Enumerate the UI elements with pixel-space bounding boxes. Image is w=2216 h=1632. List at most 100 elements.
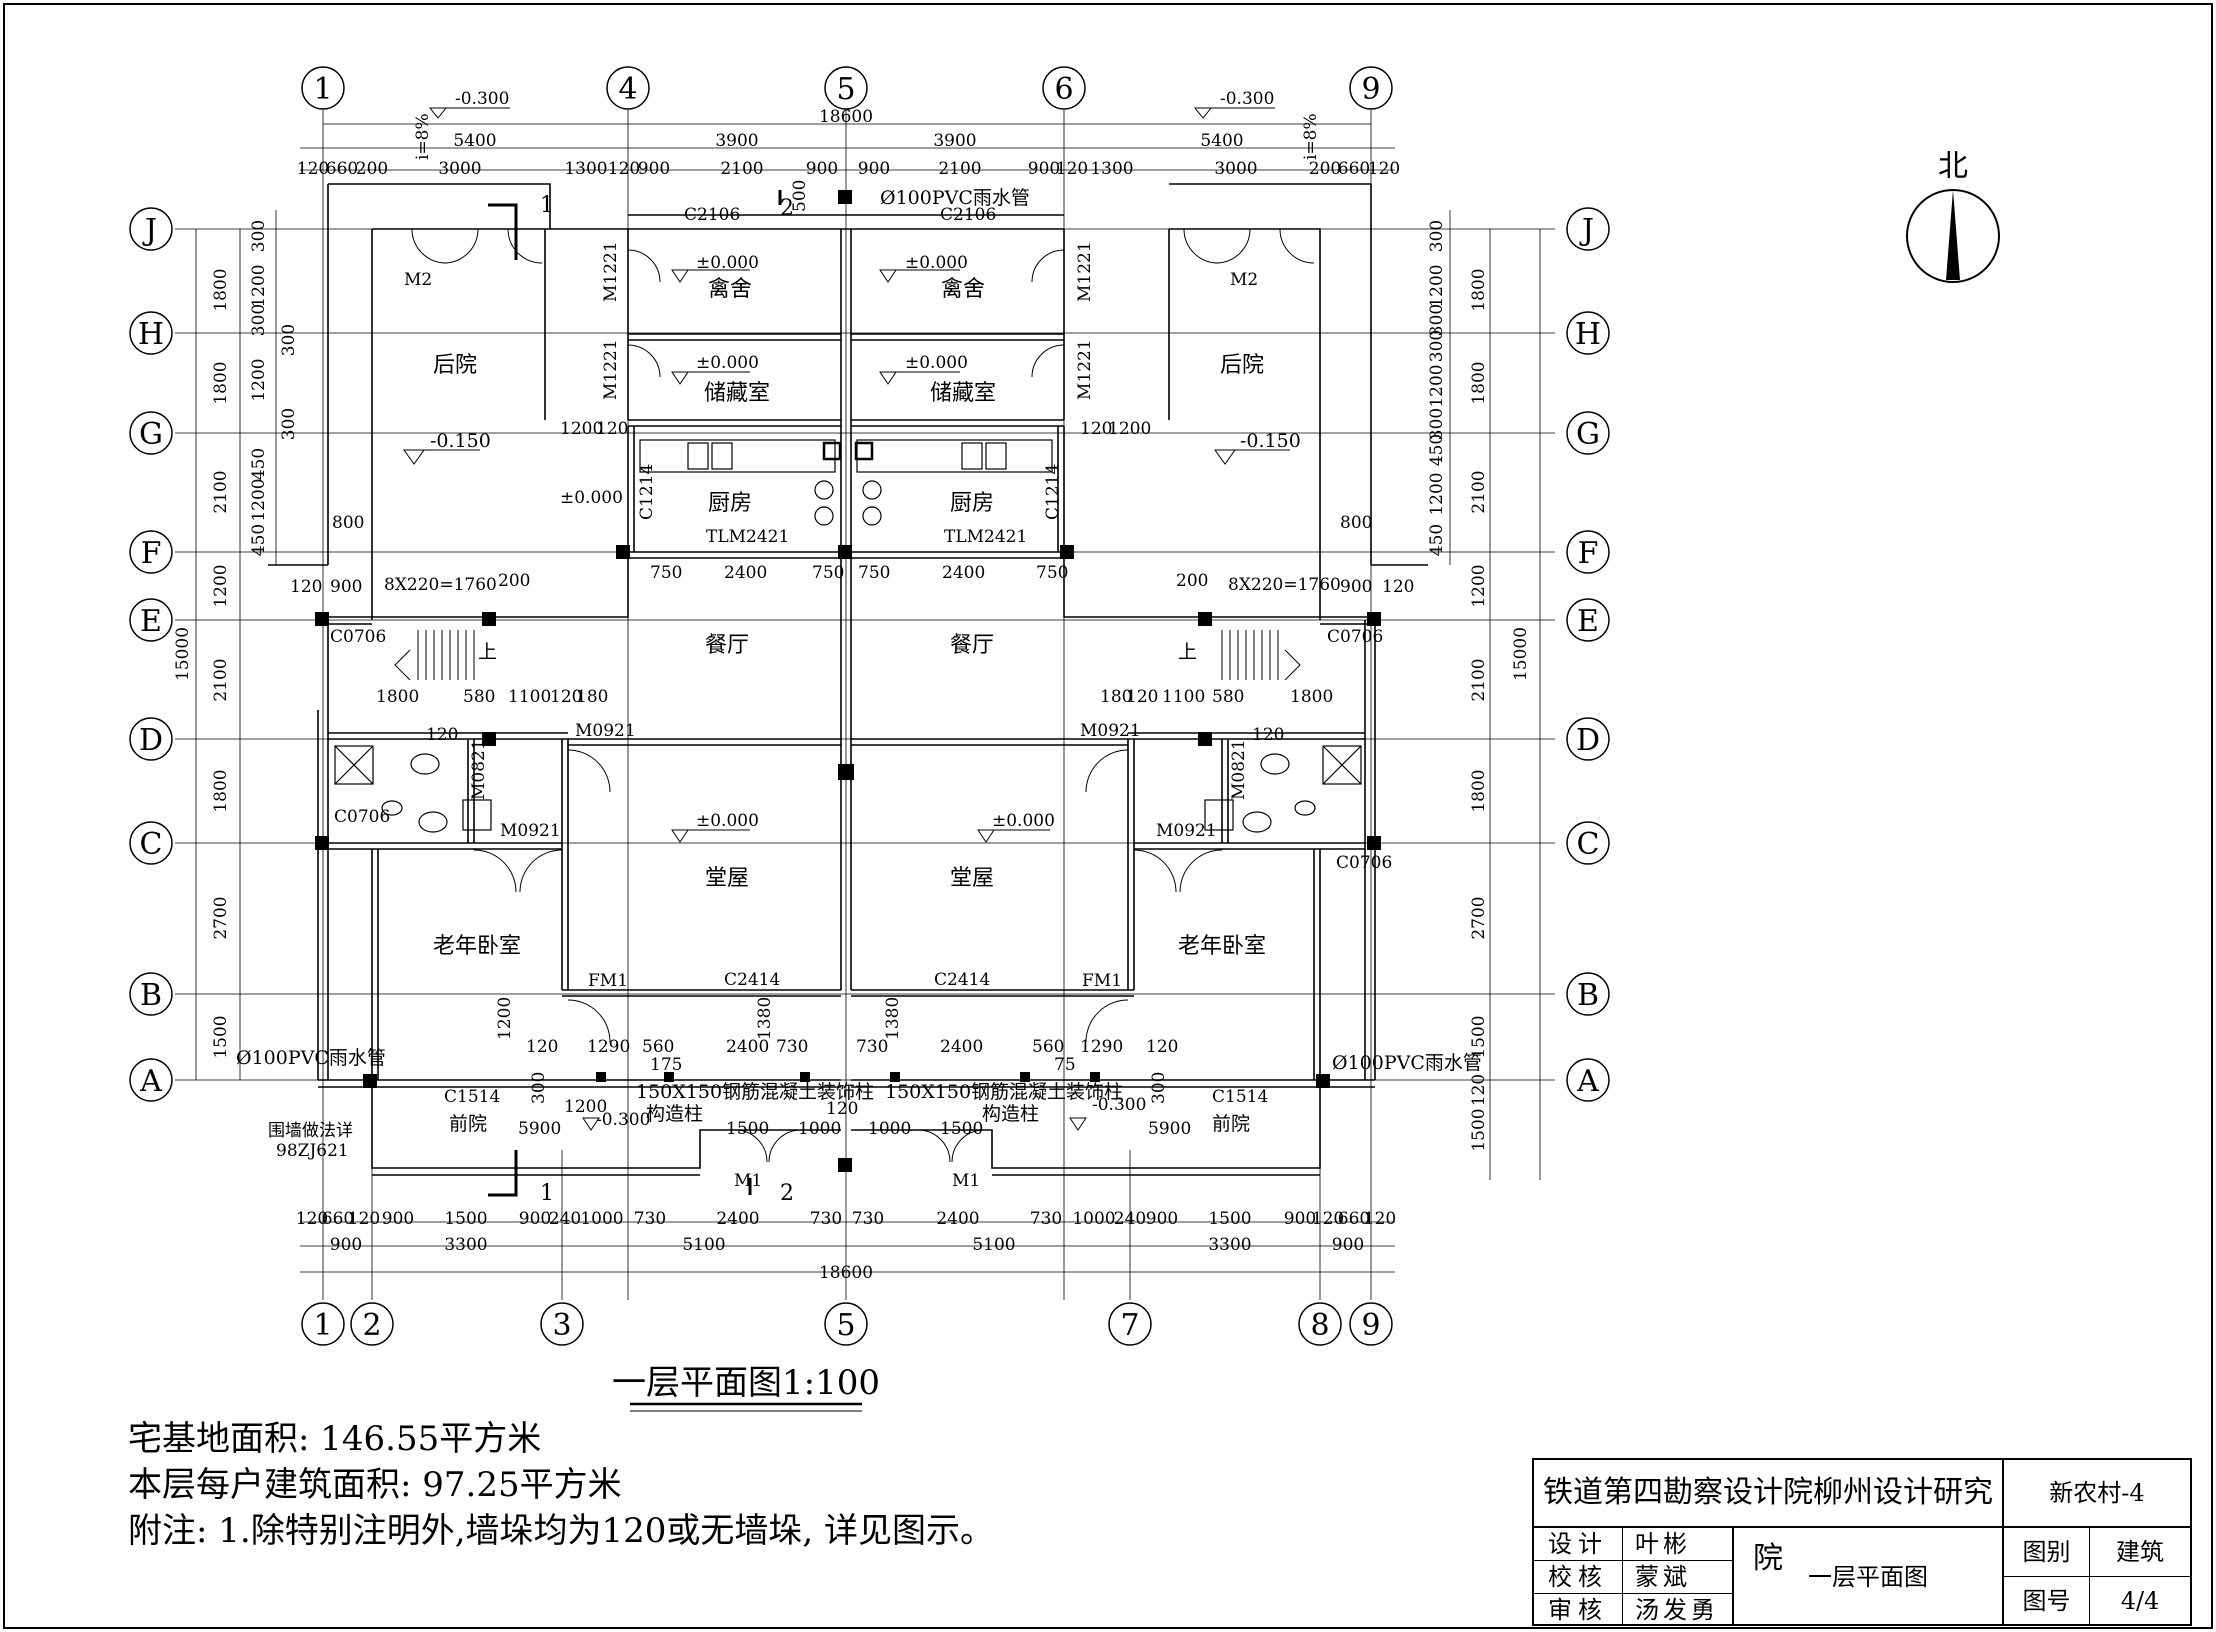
door-m1221-3: M1221 bbox=[1075, 241, 1095, 302]
svg-text:1200: 1200 bbox=[1108, 419, 1151, 439]
elev-backyard-left: -0.150 bbox=[430, 430, 491, 452]
axis-left-B: B bbox=[129, 972, 173, 1016]
svg-text:1200: 1200 bbox=[249, 264, 269, 307]
svg-text:G: G bbox=[1576, 417, 1600, 452]
svg-text:450: 450 bbox=[249, 448, 269, 480]
elevation-marks bbox=[403, 107, 1290, 1131]
svg-text:120: 120 bbox=[550, 687, 582, 707]
door-tlm-left: TLM2421 bbox=[706, 527, 789, 547]
slope-left: i=8% bbox=[413, 113, 433, 160]
axis-top-1: 1 bbox=[301, 66, 345, 110]
svg-text:1200: 1200 bbox=[495, 997, 515, 1040]
stair-up-right: 上 bbox=[1178, 641, 1197, 663]
dim-overall-bottom: 18600 bbox=[819, 1263, 873, 1283]
svg-text:660: 660 bbox=[322, 1209, 354, 1229]
win-c0706-e-right: C0706 bbox=[1327, 627, 1383, 647]
svg-text:2400: 2400 bbox=[940, 1037, 983, 1057]
svg-text:3: 3 bbox=[552, 1308, 571, 1343]
svg-text:1290: 1290 bbox=[1080, 1037, 1123, 1057]
section-1-top: 1 bbox=[540, 193, 554, 218]
svg-text:9: 9 bbox=[1361, 1308, 1380, 1343]
svg-text:730: 730 bbox=[810, 1209, 842, 1229]
svg-text:580: 580 bbox=[463, 687, 495, 707]
svg-text:1800: 1800 bbox=[1469, 268, 1489, 311]
svg-text:A: A bbox=[139, 1064, 162, 1099]
kitchen-fixtures bbox=[639, 439, 1053, 526]
stair-up-left: 上 bbox=[478, 641, 497, 663]
win-c2106-left: C2106 bbox=[684, 205, 740, 225]
axis-right-B: B bbox=[1566, 972, 1610, 1016]
section-markers bbox=[488, 190, 782, 1197]
room-kitchen-right: 厨房 bbox=[950, 491, 994, 516]
elev-top-left: -0.300 bbox=[455, 89, 509, 109]
svg-text:H: H bbox=[138, 317, 164, 352]
svg-text:120: 120 bbox=[1252, 725, 1284, 745]
svg-text:7: 7 bbox=[1120, 1308, 1139, 1343]
svg-text:120: 120 bbox=[1312, 1209, 1344, 1229]
note-floor-area: 本层每户建筑面积: 97.25平方米 bbox=[128, 1465, 622, 1505]
axis-left-H: H bbox=[129, 311, 173, 355]
win-c0706-e-left: C0706 bbox=[330, 627, 386, 647]
svg-text:1300: 1300 bbox=[564, 159, 607, 179]
svg-text:1100: 1100 bbox=[508, 687, 551, 707]
section-2-top: 2 bbox=[780, 196, 794, 221]
svg-text:1800: 1800 bbox=[1290, 687, 1333, 707]
svg-text:1000: 1000 bbox=[1072, 1209, 1115, 1229]
svg-text:240: 240 bbox=[549, 1209, 581, 1229]
svg-text:120: 120 bbox=[596, 419, 628, 439]
svg-text:2100: 2100 bbox=[211, 470, 231, 513]
svg-text:1200: 1200 bbox=[249, 358, 269, 401]
axis-bottom-1: 1 bbox=[301, 1302, 345, 1346]
svg-text:750: 750 bbox=[858, 563, 890, 583]
svg-text:75: 75 bbox=[1054, 1055, 1076, 1075]
pvc-pipe-left: Ø100PVC雨水管 bbox=[236, 1047, 386, 1069]
title-block: 铁道第四勘察设计院柳州设计研究院 新农村-4 设计 叶彬 校核 蒙斌 审核 汤发… bbox=[1532, 1458, 2192, 1626]
room-kitchen-left: 厨房 bbox=[708, 491, 752, 516]
axis-bottom-2: 2 bbox=[350, 1302, 394, 1346]
svg-text:2700: 2700 bbox=[1469, 896, 1489, 939]
svg-text:1200: 1200 bbox=[564, 1097, 607, 1117]
svg-text:1500: 1500 bbox=[1469, 1015, 1489, 1058]
svg-text:900: 900 bbox=[1284, 1209, 1316, 1229]
svg-text:F: F bbox=[1578, 536, 1599, 571]
svg-text:1200: 1200 bbox=[560, 419, 603, 439]
door-m2-left: M2 bbox=[404, 270, 432, 290]
svg-text:2400: 2400 bbox=[936, 1209, 979, 1229]
svg-text:560: 560 bbox=[1032, 1037, 1064, 1057]
columns bbox=[315, 190, 1381, 1172]
svg-text:1: 1 bbox=[313, 1308, 332, 1343]
elev-storage-left: ±0.000 bbox=[696, 353, 759, 373]
svg-text:560: 560 bbox=[642, 1037, 674, 1057]
dims-bottom: 120 660 120 900 1500 900 240 1000 730 24… bbox=[296, 1209, 1396, 1283]
svg-text:1000: 1000 bbox=[868, 1119, 911, 1139]
svg-text:1290: 1290 bbox=[587, 1037, 630, 1057]
svg-text:E: E bbox=[1577, 604, 1599, 639]
svg-text:450: 450 bbox=[1427, 524, 1447, 556]
room-elder-bedroom-left: 老年卧室 bbox=[433, 934, 521, 959]
role-row-review: 审核 汤发勇 bbox=[1534, 1594, 1732, 1626]
sheet-border bbox=[3, 3, 2213, 1629]
svg-text:200: 200 bbox=[1309, 159, 1341, 179]
svg-text:300: 300 bbox=[249, 304, 269, 336]
svg-text:C: C bbox=[140, 827, 163, 862]
svg-text:120: 120 bbox=[826, 1099, 858, 1119]
svg-text:1500: 1500 bbox=[444, 1209, 487, 1229]
axis-left-J: J bbox=[129, 207, 173, 251]
win-c2106-right: C2106 bbox=[940, 205, 996, 225]
svg-text:2400: 2400 bbox=[724, 563, 767, 583]
svg-text:G: G bbox=[139, 417, 163, 452]
svg-text:J: J bbox=[1579, 213, 1594, 248]
svg-text:240: 240 bbox=[1114, 1209, 1146, 1229]
stairs bbox=[394, 630, 1301, 681]
svg-text:120: 120 bbox=[1368, 159, 1400, 179]
room-storage-left: 储藏室 bbox=[704, 381, 770, 406]
svg-text:1300: 1300 bbox=[1090, 159, 1133, 179]
svg-text:300: 300 bbox=[529, 1072, 549, 1104]
axis-right-D: D bbox=[1566, 717, 1610, 761]
axis-right-H: H bbox=[1566, 311, 1610, 355]
svg-text:900: 900 bbox=[1146, 1209, 1178, 1229]
svg-text:3900: 3900 bbox=[933, 131, 976, 151]
svg-text:800: 800 bbox=[1340, 513, 1372, 533]
door-m0821-left: M0821 bbox=[469, 739, 489, 800]
